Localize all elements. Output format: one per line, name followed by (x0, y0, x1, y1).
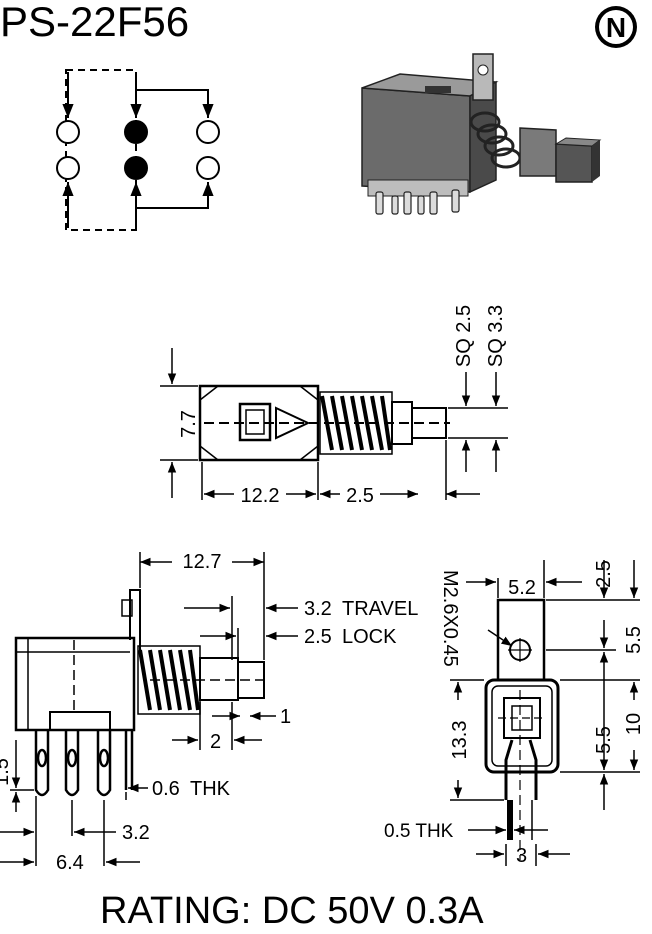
product-photo (361, 53, 602, 215)
top-offset-label: 2.5 (593, 560, 615, 588)
rating-text: RATING: DC 50V 0.3A (100, 890, 484, 932)
mid-height-label: 10 (623, 713, 645, 735)
screw-spec-label: M2.6X0.45 (439, 570, 461, 667)
dim-2-label: 2 (210, 731, 221, 753)
pin-span-label: 6.4 (56, 852, 84, 874)
end-view (450, 560, 640, 866)
travel-text-label: TRAVEL (342, 598, 418, 620)
end-thk-label: 0.5 THK (384, 821, 454, 842)
side-spring-length-label: 2.5 (346, 485, 374, 507)
side-body-length-label: 12.2 (241, 485, 280, 507)
pin-height-label: 1.5 (0, 758, 13, 786)
dim-1-label: 1 (280, 706, 291, 728)
logo-letter: N (606, 12, 626, 43)
pin-width-label: 3 (516, 845, 527, 867)
part-number-title: PS-22F56 (0, 0, 190, 45)
travel-value-label: 3.2 (304, 598, 332, 620)
lock-value-label: 2.5 (304, 626, 332, 648)
thk-value-label: 0.6 (152, 778, 180, 800)
brand-logo: N (594, 5, 638, 49)
shaft-sq-small-label: SQ 2.5 (453, 305, 475, 367)
contact-schematic (56, 69, 220, 231)
front-width-label: 12.7 (183, 551, 222, 573)
front-view (0, 552, 298, 867)
body-height-label: 13.3 (449, 721, 471, 760)
side-view (160, 348, 508, 500)
upper-height-label: 5.5 (623, 626, 645, 654)
side-height-label: 7.7 (178, 410, 200, 438)
end-width-label: 5.2 (508, 577, 536, 599)
pin-pitch-label: 3.2 (122, 822, 150, 844)
lower-height-label: 5.5 (593, 726, 615, 754)
shaft-sq-large-label: SQ 3.3 (485, 305, 507, 367)
lock-text-label: LOCK (342, 626, 397, 648)
thk-text-label: THK (190, 778, 231, 800)
brand-logo-icon: N (595, 6, 637, 48)
